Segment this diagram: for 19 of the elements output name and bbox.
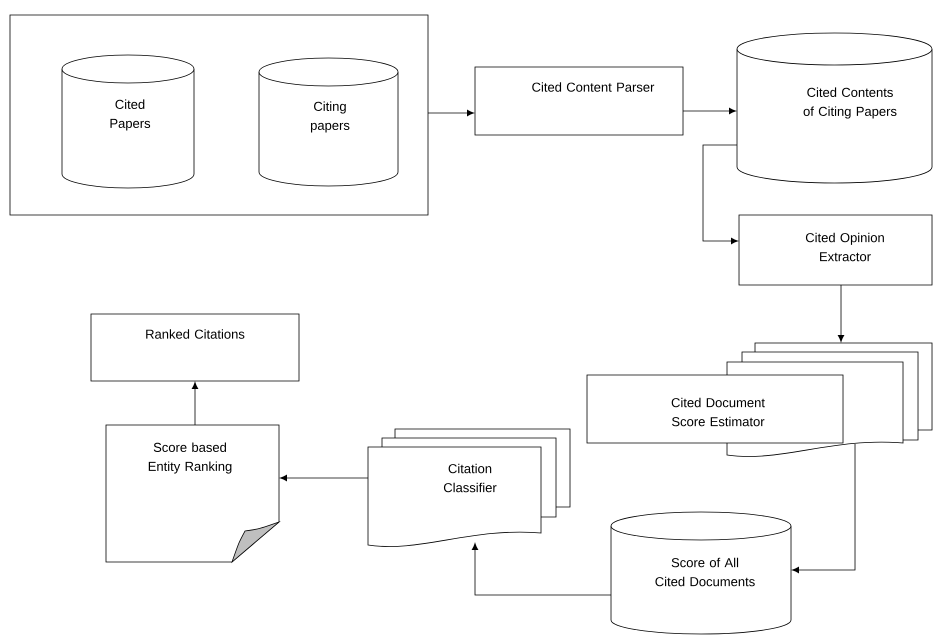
document-stack: Cited Document Score Estimator (586, 342, 932, 457)
process-box: Cited Opinion Extractor (738, 214, 932, 286)
process-box: Cited Content Parser (474, 66, 684, 136)
database-cylinder: Score of All Cited Documents (610, 512, 792, 634)
group-box (10, 14, 428, 216)
arrow (192, 382, 198, 426)
arrow (682, 108, 736, 114)
process-box: Ranked Citations (90, 314, 300, 382)
folded-page: Score based Entity Ranking (106, 424, 280, 562)
database-cylinder: Cited Papers (62, 54, 194, 188)
database-cylinder: Citing papers (258, 58, 398, 186)
database-cylinder: Cited Contents of Citing Papers (736, 32, 932, 184)
arrow (280, 474, 368, 482)
arrow (472, 543, 612, 596)
arrow (702, 144, 738, 244)
arrow (428, 110, 474, 116)
document-stack: Citation Classifier (368, 428, 570, 547)
arrow (792, 444, 856, 574)
arrow (838, 284, 844, 342)
